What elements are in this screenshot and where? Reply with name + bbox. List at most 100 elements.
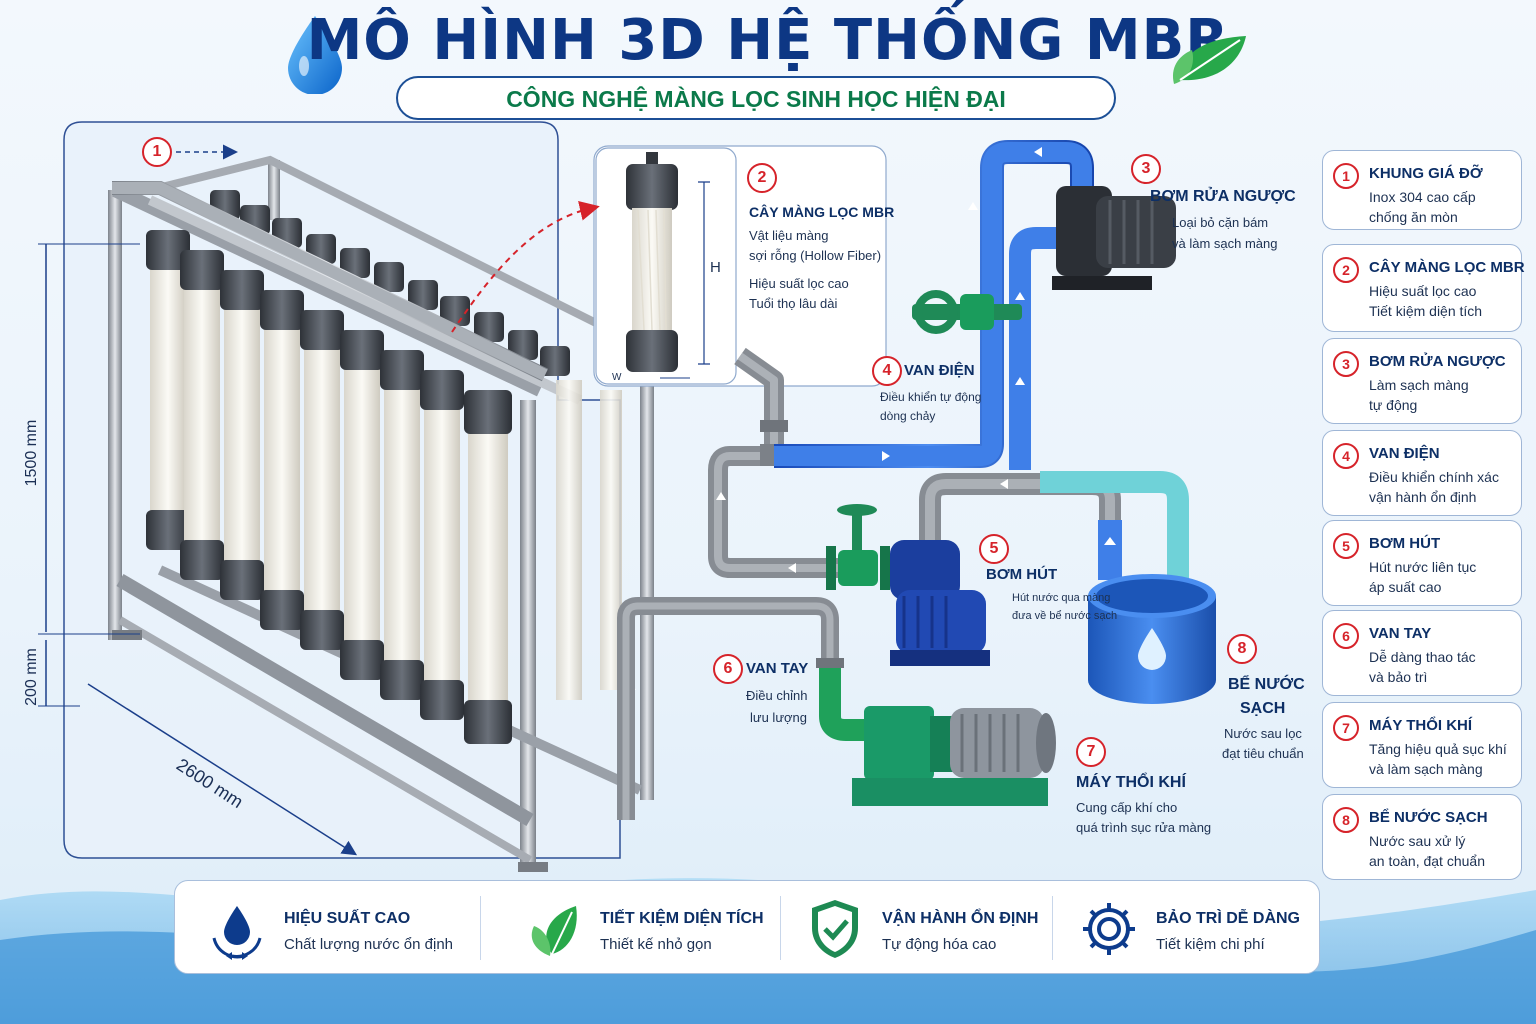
blower-title: MÁY THỔI KHÍ bbox=[1076, 774, 1186, 791]
backwash-pump bbox=[1052, 186, 1176, 290]
clean-water-tank bbox=[1088, 574, 1216, 704]
legend-number: 3 bbox=[1333, 351, 1359, 377]
backwash-title: BƠM RỬA NGƯỢC bbox=[1150, 188, 1296, 205]
tank-line-1: Nước sau lọc bbox=[1224, 726, 1302, 741]
manual-valve-line-1: Điều chỉnh bbox=[746, 688, 808, 703]
legend-title: MÁY THỔI KHÍ bbox=[1369, 717, 1473, 734]
air-blower bbox=[852, 706, 1056, 806]
legend-card-5: 5 BƠM HÚT Hút nước liên tục áp suất cao bbox=[1322, 520, 1522, 606]
callout-number-4: 4 bbox=[872, 356, 902, 386]
base-height-dimension-label: 200 mm bbox=[23, 648, 40, 706]
suction-pump-line-1: Hút nước qua màng bbox=[1012, 592, 1111, 604]
legend-line: an toàn, đạt chuẩn bbox=[1369, 853, 1485, 869]
legend-line: chống ăn mòn bbox=[1369, 209, 1458, 225]
feature-high-efficiency: HIỆU SUẤT CAO Chất lượng nước ổn định bbox=[176, 880, 456, 974]
legend-title: KHUNG GIÁ ĐỠ bbox=[1369, 165, 1483, 182]
suction-pump bbox=[890, 540, 990, 666]
blower-line-1: Cung cấp khí cho bbox=[1076, 800, 1178, 815]
callout-number-2: 2 bbox=[747, 163, 777, 193]
callout-number-3: 3 bbox=[1131, 154, 1161, 184]
legend-title: CÂY MÀNG LỌC MBR bbox=[1369, 259, 1525, 276]
callout-number-5: 5 bbox=[979, 534, 1009, 564]
electric-valve-line-2: dòng chảy bbox=[880, 409, 936, 423]
legend-line: Hút nước liên tục bbox=[1369, 559, 1477, 575]
legend-line: Dễ dàng thao tác bbox=[1369, 649, 1476, 665]
blower-line-2: quá trình sục rửa màng bbox=[1076, 820, 1212, 835]
water-drop-cycle-icon bbox=[212, 906, 262, 960]
tank-line-2: đạt tiêu chuẩn bbox=[1222, 746, 1304, 761]
legend-card-4: 4 VAN ĐIỆN Điều khiển chính xác vận hành… bbox=[1322, 430, 1522, 516]
legend-line: vận hành ổn định bbox=[1369, 489, 1477, 505]
membrane-line-4: Tuổi thọ lâu dài bbox=[749, 296, 838, 311]
legend-line: Tiết kiệm diện tích bbox=[1369, 303, 1483, 319]
legend-title: BỂ NƯỚC SẠCH bbox=[1369, 809, 1488, 826]
membrane-module-closeup bbox=[626, 152, 678, 372]
feature-divider bbox=[780, 896, 781, 960]
suction-pump-line-2: đưa về bể nước sạch bbox=[1012, 610, 1118, 622]
legend-line: Tăng hiệu quả sục khí bbox=[1369, 741, 1507, 757]
suction-pump-title: BƠM HÚT bbox=[986, 566, 1058, 583]
feature-subtitle: Thiết kế nhỏ gọn bbox=[600, 936, 712, 953]
legend-line: Điều khiển chính xác bbox=[1369, 469, 1499, 485]
height-dimension-label: 1500 mm bbox=[23, 419, 40, 487]
legend-number: 6 bbox=[1333, 623, 1359, 649]
callout-number-7: 7 bbox=[1076, 737, 1106, 767]
legend-card-8: 8 BỂ NƯỚC SẠCH Nước sau xử lý an toàn, đ… bbox=[1322, 794, 1522, 880]
membrane-line-3: Hiệu suất lọc cao bbox=[749, 276, 849, 291]
legend-line: Làm sạch màng bbox=[1369, 377, 1469, 393]
feature-easy-maintenance: BẢO TRÌ DỄ DÀNG Tiết kiệm chi phí bbox=[1048, 880, 1328, 974]
legend-number: 1 bbox=[1333, 163, 1359, 189]
subtitle-frame bbox=[396, 76, 1116, 120]
manual-valve-line-2: lưu lượng bbox=[750, 710, 808, 725]
page-title: MÔ HÌNH 3D HỆ THỐNG MBR bbox=[306, 8, 1230, 73]
legend-number: 7 bbox=[1333, 715, 1359, 741]
manual-valve-title: VAN TAY bbox=[746, 660, 809, 677]
legend-number: 5 bbox=[1333, 533, 1359, 559]
feature-space-saving: TIẾT KIỆM DIỆN TÍCH Thiết kế nhỏ gọn bbox=[492, 880, 772, 974]
feature-stable-operation: VẬN HÀNH ỔN ĐỊNH Tự động hóa cao bbox=[774, 880, 1054, 974]
legend-card-7: 7 MÁY THỔI KHÍ Tăng hiệu quả sục khí và … bbox=[1322, 702, 1522, 788]
legend-line: tự động bbox=[1369, 397, 1418, 413]
legend-number: 8 bbox=[1333, 807, 1359, 833]
feature-title: BẢO TRÌ DỄ DÀNG bbox=[1156, 910, 1300, 927]
legend-title: VAN ĐIỆN bbox=[1369, 445, 1440, 462]
legend-line: Nước sau xử lý bbox=[1369, 833, 1466, 849]
callout-number-6: 6 bbox=[713, 654, 743, 684]
membrane-line-1: Vật liệu màng bbox=[749, 228, 829, 243]
legend-card-1: 1 KHUNG GIÁ ĐỠ Inox 304 cao cấp chống ăn… bbox=[1322, 150, 1522, 230]
electric-valve-title: VAN ĐIỆN bbox=[904, 362, 975, 379]
legend-line: Inox 304 cao cấp bbox=[1369, 189, 1476, 205]
feature-divider bbox=[480, 896, 481, 960]
page-subtitle: CÔNG NGHỆ MÀNG LỌC SINH HỌC HIỆN ĐẠI bbox=[506, 86, 1006, 112]
legend-line: Hiệu suất lọc cao bbox=[1369, 283, 1477, 299]
gear-icon bbox=[1083, 903, 1135, 955]
tank-title-2: SẠCH bbox=[1240, 700, 1286, 717]
legend-line: áp suất cao bbox=[1369, 579, 1442, 595]
legend-title: BƠM RỬA NGƯỢC bbox=[1369, 353, 1506, 370]
legend-title: BƠM HÚT bbox=[1369, 535, 1441, 552]
feature-subtitle: Chất lượng nước ổn định bbox=[284, 936, 454, 953]
membrane-dim-w: W bbox=[612, 372, 622, 383]
feature-subtitle: Tự động hóa cao bbox=[882, 936, 997, 953]
tank-title-1: BỂ NƯỚC bbox=[1228, 676, 1305, 693]
electric-valve-line-1: Điều khiển tự động bbox=[880, 390, 982, 404]
membrane-title: CÂY MÀNG LỌC MBR bbox=[749, 204, 895, 220]
feature-subtitle: Tiết kiệm chi phí bbox=[1156, 936, 1265, 953]
legend-number: 4 bbox=[1333, 443, 1359, 469]
feature-title: TIẾT KIỆM DIỆN TÍCH bbox=[600, 910, 764, 927]
manual-valve-inline bbox=[826, 504, 890, 590]
feature-title: HIỆU SUẤT CAO bbox=[284, 910, 411, 927]
leaf-logo-icon bbox=[1172, 36, 1246, 84]
backwash-line-1: Loại bỏ cặn bám bbox=[1172, 215, 1269, 230]
membrane-line-2: sợi rỗng (Hollow Fiber) bbox=[749, 248, 882, 263]
shield-check-icon bbox=[812, 900, 858, 958]
electric-valve bbox=[912, 290, 1022, 334]
legend-card-3: 3 BƠM RỬA NGƯỢC Làm sạch màng tự động bbox=[1322, 338, 1522, 424]
callout-number-8: 8 bbox=[1227, 634, 1257, 664]
membrane-modules bbox=[146, 190, 622, 744]
legend-line: và bảo trì bbox=[1369, 669, 1428, 685]
legend-title: VAN TAY bbox=[1369, 625, 1432, 642]
feature-title: VẬN HÀNH ỔN ĐỊNH bbox=[882, 910, 1039, 927]
legend-card-6: 6 VAN TAY Dễ dàng thao tác và bảo trì bbox=[1322, 610, 1522, 696]
